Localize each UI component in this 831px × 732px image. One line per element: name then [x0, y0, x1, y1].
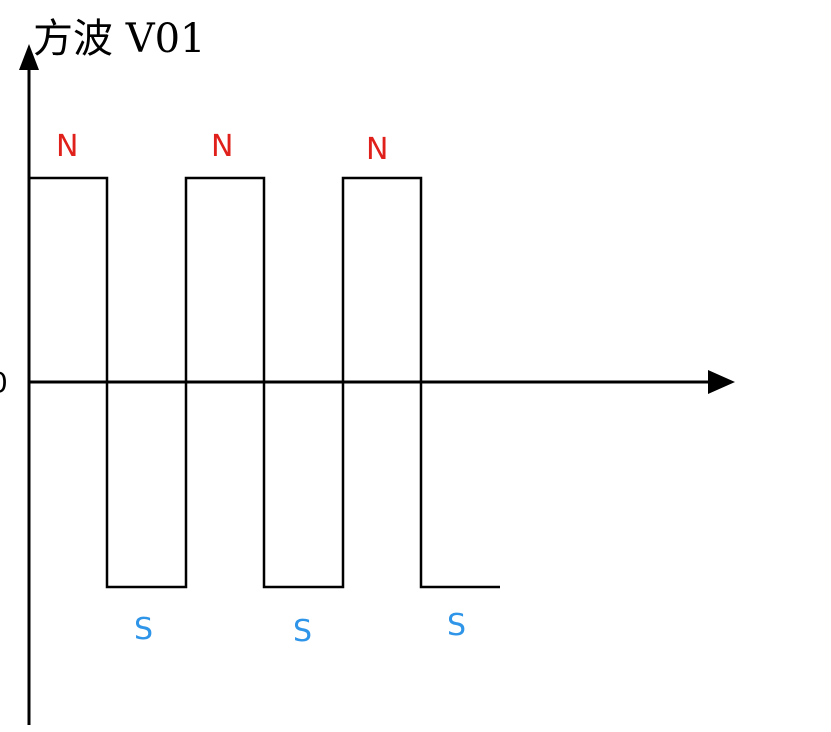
y-axis-arrow — [19, 44, 39, 70]
pole-label-n: N — [211, 129, 233, 164]
pole-label-n: N — [366, 132, 388, 167]
pole-label-s: S — [293, 614, 312, 649]
pole-label-s: S — [447, 608, 466, 643]
origin-label: 0 — [0, 366, 8, 399]
pole-label-n: N — [56, 129, 78, 164]
square-wave-line — [29, 176, 500, 589]
pole-label-s: S — [134, 612, 153, 647]
diagram-title: 方波 V01 — [33, 16, 206, 62]
x-axis-arrow — [708, 370, 735, 394]
